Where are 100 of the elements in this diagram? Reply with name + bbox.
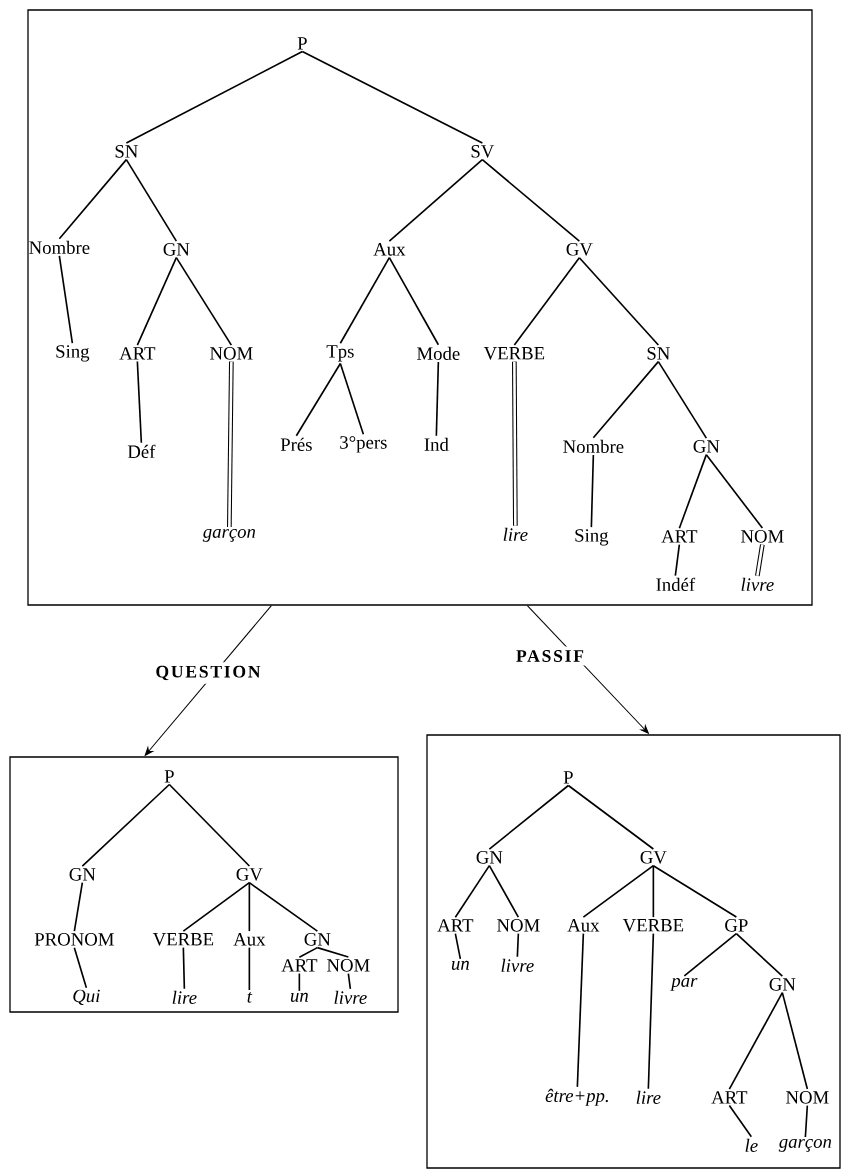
tree-label: lire [636,1090,661,1104]
tree-branch [576,932,585,1088]
tree-branch [735,932,784,977]
tree-panel [426,734,841,1169]
tree-branch [781,991,809,1090]
tree-label: NOM [210,347,253,360]
tree-label: Sing [56,345,90,362]
tree-branch [488,864,520,918]
tree-branch [592,360,660,439]
tree-label: ART [437,919,474,932]
tree-branch [647,932,655,1090]
tree-branch [125,50,304,144]
tree-branch [298,946,319,958]
tree-branch [481,158,581,242]
tree-branch [435,361,440,437]
tree-branch [705,453,764,529]
tree-label: un [290,992,308,1002]
tree-branch [227,361,234,527]
tree-branch [298,972,301,992]
tree-branch [652,864,655,918]
tree-label: NOM [741,530,784,543]
tree-label: P [297,37,307,50]
edge-label: PASSIF [512,646,588,666]
tree-label: GN [476,851,503,864]
tree-branch [804,1104,809,1138]
tree-branch [454,864,491,918]
tree-label: t [247,992,253,1003]
tree-branch [248,881,319,932]
tree-branch [58,255,74,344]
tree-label: NOM [786,1091,829,1104]
tree-label: GV [236,868,263,881]
tree-branch [73,946,88,989]
tree-branch [388,158,484,242]
tree-branch [136,256,178,346]
tree-panel [27,9,813,606]
tree-label: garçon [202,528,256,542]
tree-label: GP [725,919,748,932]
tree-branch [182,881,251,932]
tree-label: VERBE [483,347,545,360]
tree-branch [674,543,681,577]
tree-branch [182,946,186,990]
tree-branch [301,50,484,144]
tree-branch [58,158,128,240]
tree-label: GN [304,933,331,946]
tree-label: être+pp. [545,1088,608,1106]
tree-label: Qui [73,989,100,1006]
tree-label: par [670,977,698,991]
tree-label: SN [115,145,138,158]
tree-branch [590,454,595,528]
tree-branch [728,1104,753,1138]
tree-branch [516,932,520,958]
tree-label: Sing [575,529,609,546]
tree-branch [488,784,570,850]
tree-branch [678,453,708,529]
tree-label: SV [471,145,495,158]
tree-branch [652,864,738,918]
tree-label: Aux [567,919,600,932]
tree-branch [136,360,143,444]
tree-branch [316,946,350,958]
tree-branch [578,256,660,346]
tree-label: PRONOM [34,933,114,946]
tree-label: P [164,770,174,783]
tree-branch [728,991,784,1090]
tree-branch [175,256,233,346]
tree-branch [567,784,655,850]
tree-label: lire [172,990,197,1004]
tree-branch [388,256,440,346]
tree-label: VERBE [152,933,214,946]
tree-label: livre [501,958,534,972]
tree-label: lire [503,527,528,541]
tree-label: livre [741,577,774,591]
tree-branch [73,881,84,932]
tree-label: NOM [327,959,370,972]
tree-branch [125,158,178,242]
tree-label: Nombre [29,240,90,254]
tree-label: Aux [373,243,406,256]
tree-label: ART [661,530,698,543]
tree-label: GV [566,243,593,256]
tree-label: NOM [497,919,540,932]
tree-label: Aux [233,933,266,946]
tree-branch [657,360,708,439]
tree-label: GN [163,243,190,256]
tree-label: ART [281,959,318,972]
tree-branch [454,932,462,960]
tree-label: ART [711,1091,748,1104]
tree-branch [683,932,738,977]
tree-branch [582,864,655,918]
tree-label: GN [769,978,796,991]
tree-label: livre [334,990,367,1004]
tree-branch [347,972,352,990]
tree-label: P [563,771,573,784]
tree-label: Tps [326,345,354,362]
tree-label: le [745,1138,758,1152]
tree-branch [755,544,765,577]
tree-label: Nombre [563,439,624,453]
tree-branch [295,362,342,437]
tree-branch [168,783,251,867]
tree-label: SN [647,347,670,360]
tree-label: Indéf [656,577,696,592]
tree-label: GV [640,851,667,864]
